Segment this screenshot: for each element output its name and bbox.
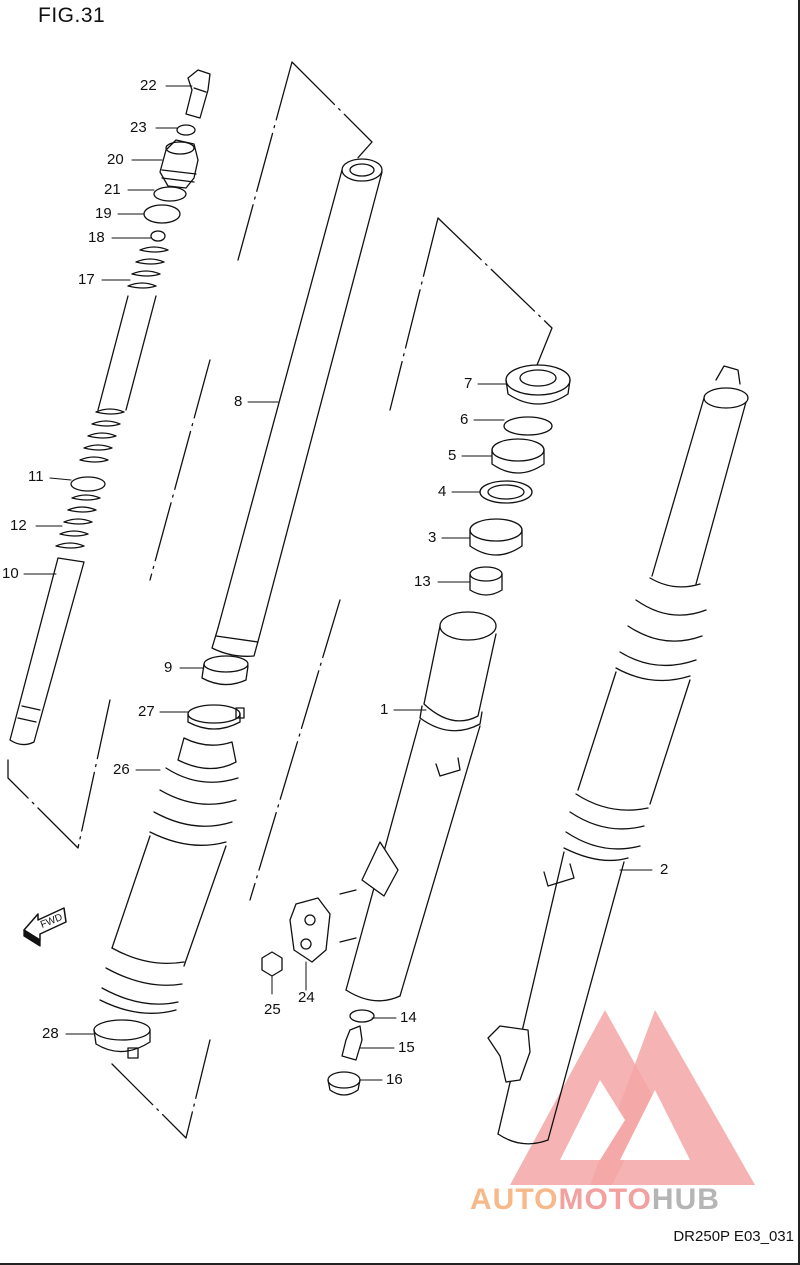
callout-7: 7 xyxy=(464,375,473,392)
callout-8: 8 xyxy=(234,393,243,410)
part-17-spring xyxy=(79,246,169,463)
part-10-damper-rod xyxy=(9,557,85,746)
part-9-bushing xyxy=(201,655,249,686)
callout-23: 23 xyxy=(130,119,147,136)
callout-1: 1 xyxy=(380,701,389,718)
part-3-slide-bushing xyxy=(469,518,523,556)
callout-4: 4 xyxy=(438,483,447,500)
callout-16: 16 xyxy=(386,1071,403,1088)
part-7-oil-seal xyxy=(505,364,571,405)
fwd-arrow-icon: FWD xyxy=(23,907,67,947)
part-14-washer xyxy=(349,1009,375,1023)
callout-27: 27 xyxy=(138,703,155,720)
watermark-brand: AUTOMOTOHUB xyxy=(470,1183,720,1217)
part-19-washer xyxy=(143,204,181,224)
callout-25: 25 xyxy=(264,1001,281,1018)
leader-lines xyxy=(23,85,653,1081)
part-2-fork-assembly xyxy=(487,365,749,1145)
part-1-outer-tube xyxy=(345,611,497,1002)
callout-3: 3 xyxy=(428,529,437,546)
part-5-guide-bushing xyxy=(491,438,545,474)
frame-edge-right xyxy=(798,0,800,1265)
part-4-washer xyxy=(479,480,533,504)
part-16-gasket xyxy=(327,1071,361,1096)
watermark-auto: AUTO xyxy=(470,1183,559,1216)
callout-14: 14 xyxy=(400,1009,417,1026)
callout-12: 12 xyxy=(10,517,27,534)
callout-9: 9 xyxy=(164,659,173,676)
part-22-bolt xyxy=(185,69,211,119)
callout-15: 15 xyxy=(398,1039,415,1056)
part-11-ring xyxy=(70,476,106,492)
callout-28: 28 xyxy=(42,1025,59,1042)
inner-tube-outline xyxy=(111,217,553,1139)
part-20-cap-bolt xyxy=(159,139,199,189)
part-25-nut xyxy=(261,951,283,977)
callout-6: 6 xyxy=(460,411,469,428)
part-6-circlip xyxy=(503,416,553,436)
callout-5: 5 xyxy=(448,447,457,464)
part-15-bolt xyxy=(341,1025,363,1061)
part-26-fork-boot xyxy=(99,737,239,1014)
callout-13: 13 xyxy=(414,573,431,590)
callout-22: 22 xyxy=(140,77,157,94)
part-24-axle-holder xyxy=(289,889,357,963)
callout-10: 10 xyxy=(2,565,19,582)
callout-24: 24 xyxy=(298,989,315,1006)
part-28-clamp xyxy=(93,1019,151,1059)
part-8-inner-tube xyxy=(211,158,383,657)
part-18-clip xyxy=(150,230,166,242)
callout-2: 2 xyxy=(660,861,669,878)
callout-17: 17 xyxy=(78,271,95,288)
watermark-logo xyxy=(510,1010,755,1185)
figure-title: FIG.31 xyxy=(38,4,106,27)
callout-19: 19 xyxy=(95,205,112,222)
watermark-hub: HUB xyxy=(651,1183,720,1216)
callout-21: 21 xyxy=(104,181,121,198)
callout-26: 26 xyxy=(113,761,130,778)
part-21-o-ring xyxy=(153,186,187,202)
callout-20: 20 xyxy=(107,151,124,168)
watermark-moto: MOTO xyxy=(558,1183,652,1216)
part-13-collar xyxy=(469,566,503,596)
drawing-code: DR250P E03_031 xyxy=(673,1228,794,1245)
part-27-clamp xyxy=(187,704,245,730)
callout-18: 18 xyxy=(88,229,105,246)
part-23-o-ring xyxy=(176,124,196,136)
frame-edge-bottom xyxy=(0,1263,800,1265)
part-12-rebound-spring xyxy=(55,494,101,549)
rod-assembly-outline xyxy=(7,61,373,849)
callout-11: 11 xyxy=(28,468,44,485)
